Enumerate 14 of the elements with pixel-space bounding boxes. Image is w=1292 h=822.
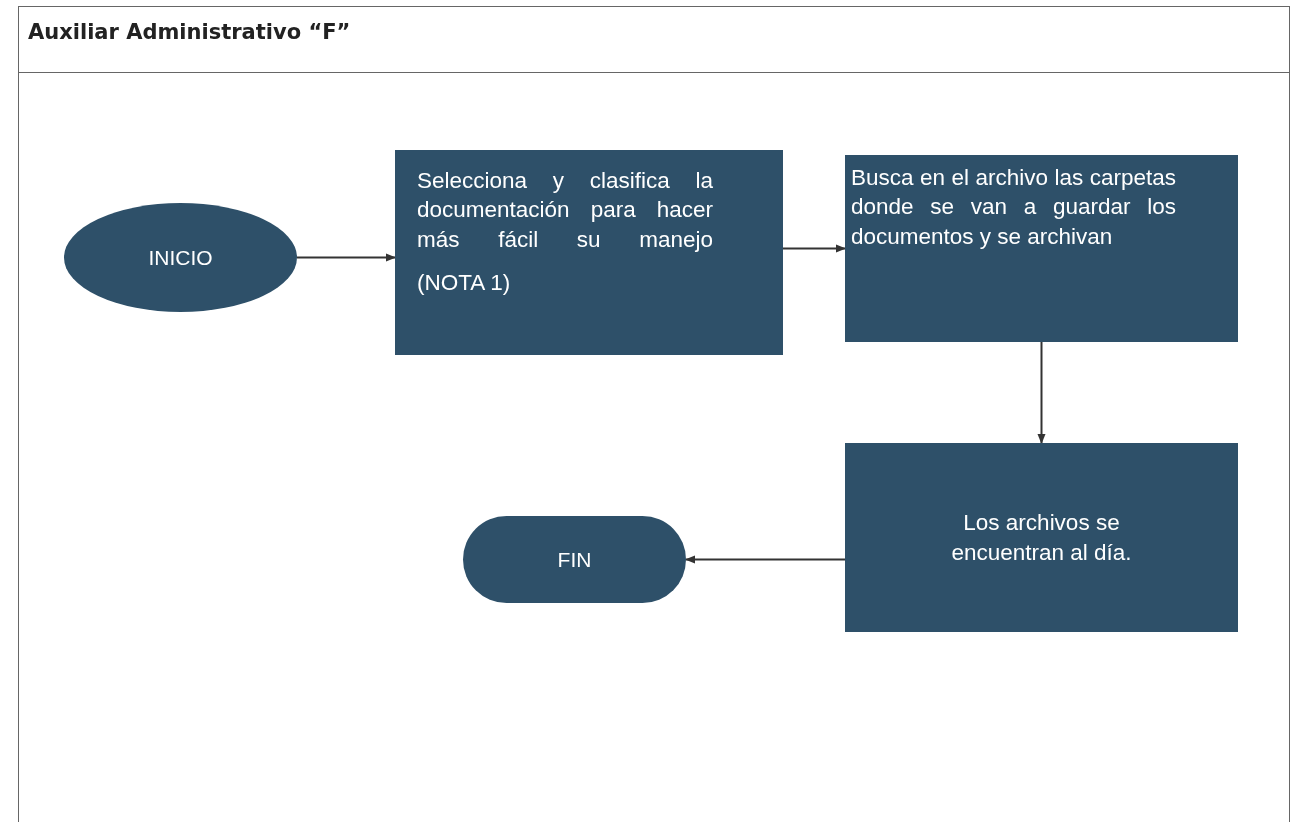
title: Auxiliar Administrativo “F”	[28, 20, 351, 44]
arrow	[782, 244, 846, 253]
node-text: (NOTA 1)	[417, 268, 512, 297]
node-text: INICIO	[148, 244, 213, 271]
node-text: Selecciona y clasifica la documentación para hacer más fácil su manejo	[417, 167, 713, 254]
arrow	[1037, 341, 1046, 444]
process-box	[395, 150, 783, 355]
node-text: Los archivos se encuentran al día.	[950, 509, 1133, 567]
arrow	[685, 555, 846, 564]
node-text: Busca en el archivo las carpetas donde se van a guardar los documentos y se archivan	[851, 164, 1176, 251]
arrow	[296, 253, 396, 262]
node-text: FIN	[557, 546, 592, 573]
process-box	[845, 443, 1238, 632]
process-box	[845, 155, 1238, 342]
